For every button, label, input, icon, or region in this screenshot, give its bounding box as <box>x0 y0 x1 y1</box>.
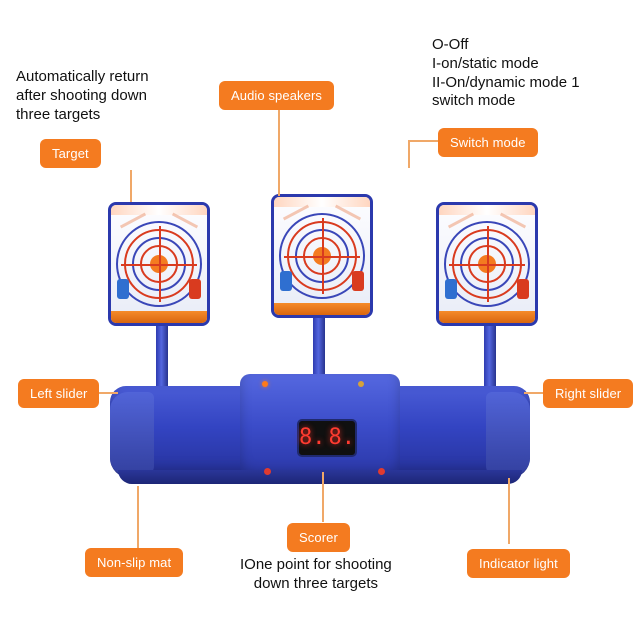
target-bottom-bar <box>439 311 535 323</box>
target-bottom-bar <box>111 311 207 323</box>
label-indicator-light[interactable]: Indicator light <box>467 549 570 578</box>
target-corner-mark <box>445 279 457 299</box>
leader-line-scorer <box>322 472 324 522</box>
leader-line-switch-mode-vertical <box>408 140 410 168</box>
label-target[interactable]: Target <box>40 139 101 168</box>
label-right-slider[interactable]: Right slider <box>543 379 634 408</box>
score-digit-right: 8. <box>328 425 356 450</box>
leader-line-right-slider <box>524 392 544 394</box>
target-post-right <box>484 318 496 394</box>
target-rings <box>444 221 530 307</box>
label-non-slip-mat[interactable]: Non-slip mat <box>85 548 184 577</box>
leader-line-indicator-light <box>508 478 510 544</box>
leader-line-audio-speakers <box>278 110 280 196</box>
label-switch-mode[interactable]: Switch mode <box>438 128 538 157</box>
indicator-light <box>264 468 271 475</box>
target-corner-mark <box>189 279 201 299</box>
target-corner-mark <box>352 271 364 291</box>
target-face-left <box>108 202 210 326</box>
target-corner-mark <box>280 271 292 291</box>
note-switch-modes: O-Off I-on/static mode II-On/dynamic mod… <box>432 36 580 110</box>
target-rings <box>279 213 365 299</box>
target-top-strip <box>111 205 207 215</box>
target-top-strip <box>439 205 535 215</box>
target-bottom-bar <box>274 303 370 315</box>
toy-base-right-slider <box>486 392 530 476</box>
note-auto-return: Automatically return after shooting down… <box>16 68 149 123</box>
score-digit-left: 8. <box>299 425 326 450</box>
target-post-center <box>313 310 325 382</box>
scorer-display: 8. 8. <box>297 419 357 457</box>
leader-line-target <box>130 170 132 202</box>
leader-line-non-slip-mat <box>137 486 139 548</box>
non-slip-mat <box>118 470 522 484</box>
switch-mode-knob <box>358 381 364 387</box>
target-top-strip <box>274 197 370 207</box>
toy-base-left-slider <box>110 392 154 476</box>
leader-line-left-slider <box>98 392 118 394</box>
target-face-center <box>271 194 373 318</box>
target-face-right <box>436 202 538 326</box>
label-scorer[interactable]: Scorer <box>287 523 350 552</box>
label-left-slider[interactable]: Left slider <box>18 379 100 408</box>
indicator-light <box>378 468 385 475</box>
target-corner-mark <box>117 279 129 299</box>
audio-speaker-port <box>262 381 268 387</box>
note-one-point: IOne point for shooting down three targe… <box>240 556 392 592</box>
leader-line-switch-mode <box>408 140 442 142</box>
target-post-left <box>156 318 168 394</box>
label-audio-speakers[interactable]: Audio speakers <box>219 81 335 110</box>
target-corner-mark <box>517 279 529 299</box>
target-rings <box>116 221 202 307</box>
